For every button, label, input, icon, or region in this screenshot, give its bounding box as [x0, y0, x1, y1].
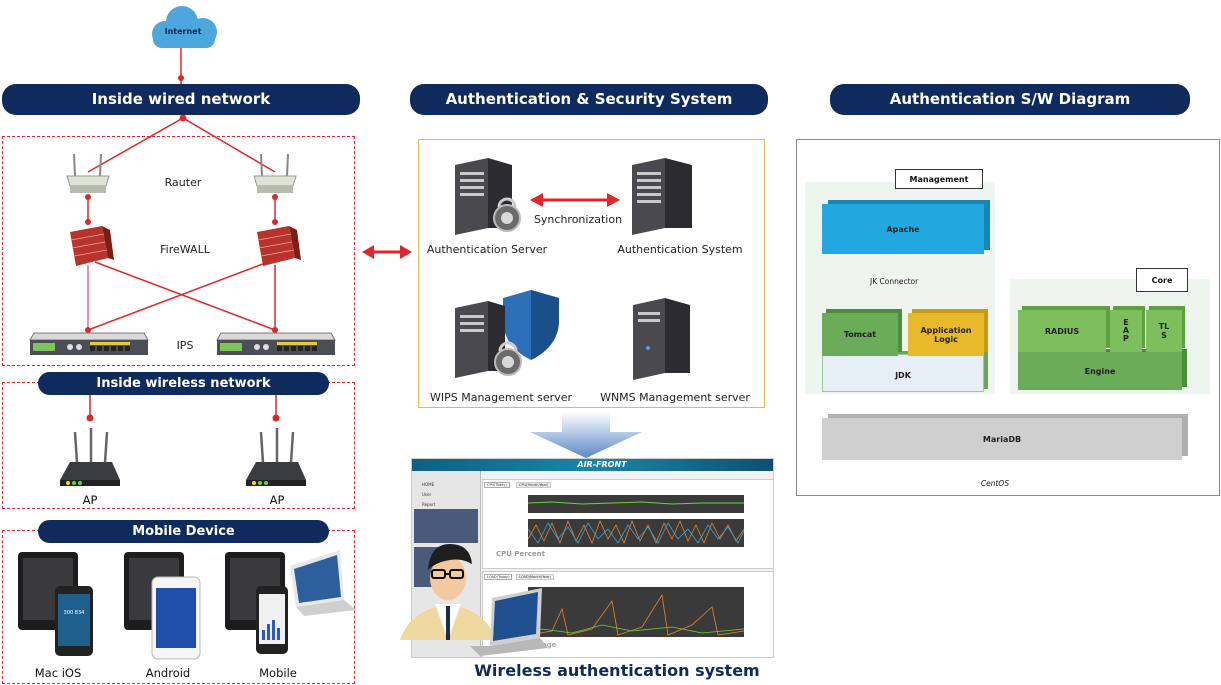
phone-number-readout: 300 834 — [63, 610, 85, 616]
security-system-title: Authentication & Security System — [410, 84, 768, 115]
sw-diagram-title: Authentication S/W Diagram — [830, 84, 1190, 115]
engine-box: Engine — [1018, 352, 1182, 390]
firewall-label: FireWALL — [160, 243, 210, 256]
router-label: Rauter — [164, 176, 202, 189]
ips-label: IPS — [176, 339, 194, 352]
device-label-mobile: Mobile — [259, 666, 297, 680]
nav-report[interactable]: Report — [422, 502, 436, 507]
tls-box: TL S — [1146, 310, 1182, 352]
tomcat-box: Tomcat — [822, 313, 898, 356]
apache-box: Apache — [822, 204, 984, 254]
eap-box: E A P — [1110, 310, 1142, 352]
dashboard-chart-lines — [527, 501, 745, 636]
ap-label-right: AP — [269, 493, 285, 507]
internet-label: Internet — [164, 27, 202, 36]
cpu-tab-today[interactable]: CPU(Today) — [484, 482, 510, 488]
dashboard-header — [412, 459, 773, 471]
nav-home[interactable]: HOME — [422, 482, 435, 487]
core-tag: Core — [1136, 268, 1188, 292]
ap-label-left: AP — [82, 493, 98, 507]
wired-network-zone — [2, 136, 355, 366]
auth-system-label: Authentication System — [617, 243, 743, 256]
wips-label: WIPS Management server — [429, 391, 572, 404]
wnms-label: WNMS Management server — [600, 391, 750, 404]
device-label-mac-ios: Mac iOS — [34, 666, 82, 680]
mobile-device-title: Mobile Device — [38, 520, 329, 543]
application-logic-box: Application Logic — [908, 313, 984, 356]
management-tag: Management — [895, 169, 983, 189]
load-tab-today[interactable]: LOAD(Today) — [484, 574, 513, 580]
wired-network-title: Inside wired network — [2, 84, 360, 115]
centos-label: CentOS — [980, 479, 1010, 488]
device-label-android: Android — [145, 666, 191, 680]
mariadb-box: MariaDB — [822, 418, 1182, 460]
cpu-chart-1 — [528, 495, 744, 513]
jk-connector-label: JK Connector — [870, 277, 919, 286]
nav-submenu — [414, 509, 478, 543]
radius-box: RADIUS — [1018, 310, 1106, 352]
load-tab-month[interactable]: LOAD(Month/Year) — [516, 574, 554, 580]
dashboard-brand: AIR-FRONT — [577, 460, 627, 469]
jdk-box — [822, 354, 984, 392]
auth-server-label: Authentication Server — [426, 243, 548, 256]
wireless-auth-caption: Wireless authentication system — [474, 661, 760, 680]
nav-user[interactable]: User — [422, 492, 432, 497]
sync-label: Synchronization — [533, 213, 623, 226]
security-system-frame — [418, 139, 765, 408]
cpu-percent-title: CPU Percent — [496, 550, 545, 558]
jdk-label: JDK — [895, 370, 911, 380]
dashboard-screenshot: AIR-FRONT HOME User Report CPU(Today) CP… — [411, 458, 774, 658]
wireless-network-title: Inside wireless network — [38, 372, 329, 395]
cpu-tab-month[interactable]: CPU(Month/Year) — [516, 482, 552, 488]
